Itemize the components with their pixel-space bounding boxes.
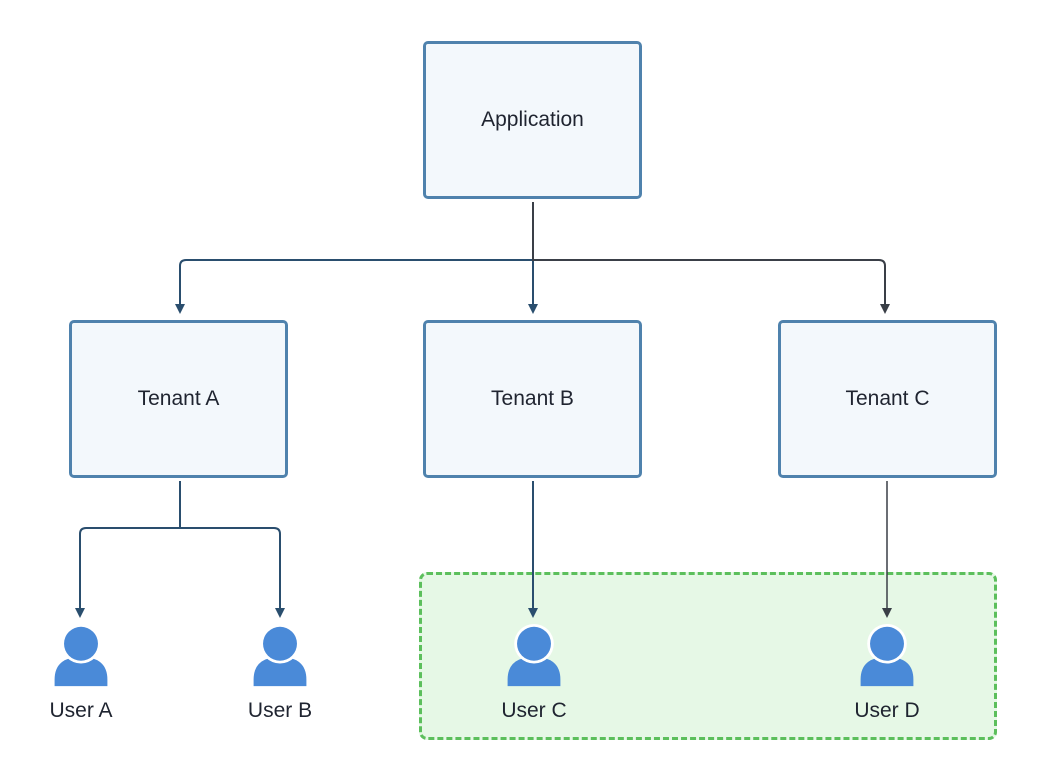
node-tenant-b-label: Tenant B (491, 387, 574, 410)
user-c-label: User C (501, 699, 567, 722)
edge-application-tenant-c (532, 202, 890, 314)
user-a[interactable]: User A (21, 623, 141, 723)
node-tenant-a-label: Tenant A (137, 387, 220, 410)
edge-tenant-a-user-a (75, 481, 181, 618)
user-b-label: User B (247, 699, 313, 722)
node-application-label: Application (481, 108, 584, 131)
user-b[interactable]: User B (220, 623, 340, 723)
edge-application-tenant-a (175, 202, 534, 314)
user-icon (54, 623, 108, 687)
user-c[interactable]: User C (474, 623, 594, 723)
node-tenant-c-label: Tenant C (845, 387, 930, 410)
user-icon (860, 623, 914, 687)
node-tenant-a[interactable]: Tenant A (69, 320, 288, 478)
user-icon (253, 623, 307, 687)
edge-tenant-a-user-b (179, 481, 285, 618)
user-icon (507, 623, 561, 687)
user-d[interactable]: User D (827, 623, 947, 723)
node-tenant-c[interactable]: Tenant C (778, 320, 997, 478)
user-a-label: User A (49, 699, 113, 722)
node-tenant-b[interactable]: Tenant B (423, 320, 642, 478)
node-application[interactable]: Application (423, 41, 642, 199)
user-d-label: User D (854, 699, 920, 722)
